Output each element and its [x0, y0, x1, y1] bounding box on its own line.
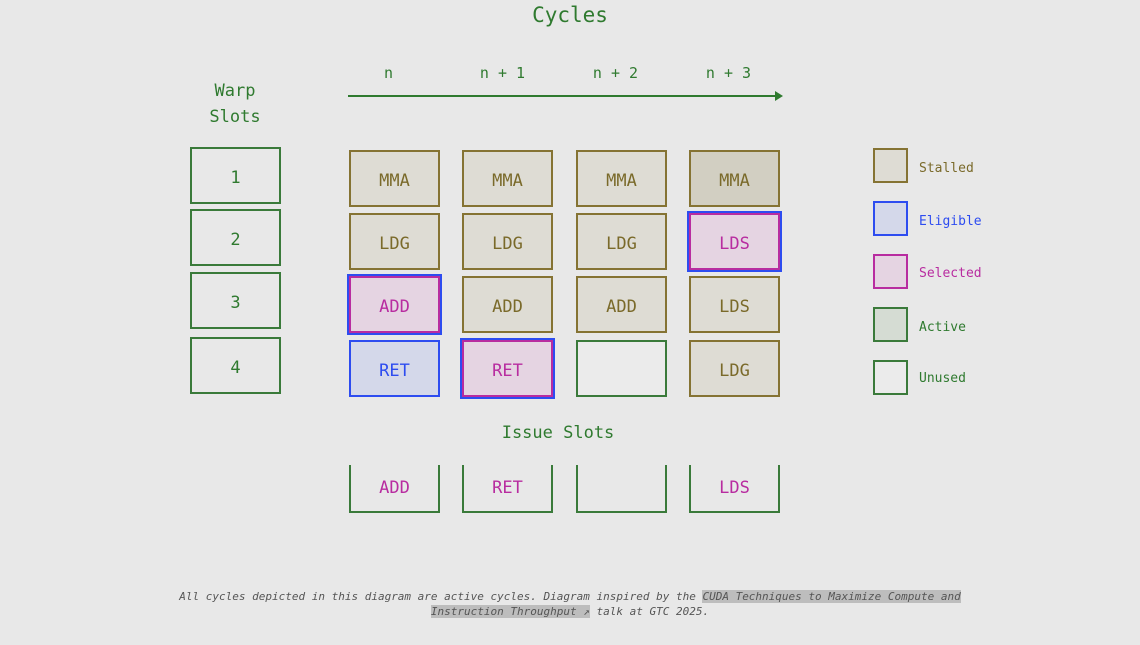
instruction-cell: RET: [349, 340, 440, 397]
legend-swatch-active: [873, 307, 908, 342]
instruction-cell: LDS: [689, 276, 780, 333]
instruction-cell: [576, 340, 667, 397]
instruction-cell: ADD: [349, 276, 440, 333]
legend-swatch-stalled: [873, 148, 908, 183]
instruction-cell: LDG: [462, 213, 553, 270]
cycle-label: n: [383, 64, 394, 82]
instruction-cell: LDG: [576, 213, 667, 270]
instruction-cell: LDS: [689, 213, 780, 270]
legend-label-active: Active: [919, 320, 966, 335]
warp-slot: 4: [190, 337, 281, 394]
issue-slot: RET: [462, 465, 553, 513]
legend-label-selected: Selected: [919, 266, 982, 281]
issue-slot: LDS: [689, 465, 780, 513]
cycle-label: n + 1: [479, 64, 526, 82]
arrow-head-icon: [775, 91, 783, 101]
instruction-cell: LDG: [689, 340, 780, 397]
legend-swatch-eligible: [873, 201, 908, 236]
instruction-cell: ADD: [576, 276, 667, 333]
cycle-label: n + 2: [592, 64, 639, 82]
footer-text-end: talk at GTC 2025.: [589, 605, 710, 618]
footer-text: All cycles depicted in this diagram are …: [179, 590, 703, 603]
time-axis-arrow: [348, 95, 778, 97]
warp-slot: 1: [190, 147, 281, 204]
footer-note: All cycles depicted in this diagram are …: [0, 589, 1140, 619]
issue-slot: [576, 465, 667, 513]
legend-label-stalled: Stalled: [919, 161, 974, 176]
instruction-cell: MMA: [349, 150, 440, 207]
warp-slots-label: Warp Slots: [209, 81, 261, 127]
diagram-title: Cycles: [532, 3, 608, 27]
warp-slot: 3: [190, 272, 281, 329]
instruction-cell: LDG: [349, 213, 440, 270]
legend-swatch-unused: [873, 360, 908, 395]
legend-label-unused: Unused: [919, 371, 966, 386]
issue-slot: ADD: [349, 465, 440, 513]
instruction-cell: RET: [462, 340, 553, 397]
instruction-cell: MMA: [689, 150, 780, 207]
legend-swatch-selected: [873, 254, 908, 289]
instruction-cell: MMA: [462, 150, 553, 207]
issue-slots-label: Issue Slots: [501, 423, 615, 443]
instruction-cell: MMA: [576, 150, 667, 207]
warp-slot: 2: [190, 209, 281, 266]
instruction-cell: ADD: [462, 276, 553, 333]
cycle-label: n + 3: [705, 64, 752, 82]
legend-label-eligible: Eligible: [919, 214, 982, 229]
